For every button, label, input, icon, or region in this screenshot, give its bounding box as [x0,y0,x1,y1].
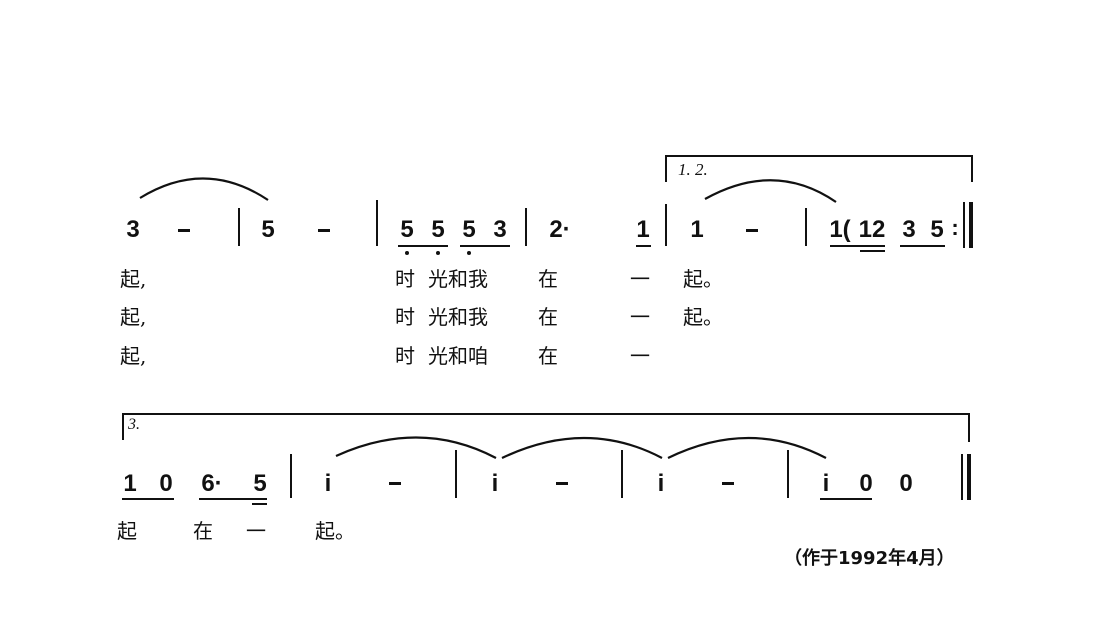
barline [455,450,457,498]
lyric: 一 [630,305,650,329]
lyric: 在 [538,344,558,368]
note: 5 [253,470,267,497]
underline [900,245,945,247]
note: 5 [930,216,944,243]
lyric: 起, [120,305,147,329]
lyric: 起, [120,344,147,368]
note: 0 [899,470,913,497]
lyric: 一 [630,344,650,368]
lower-octave-dot [467,251,471,255]
composition-date: （作于1992年4月） [784,548,955,569]
note: 3 [902,216,916,243]
note: 0 [859,470,873,497]
barline [665,204,667,246]
note: 3 [493,216,507,243]
note: i [324,470,332,497]
lyric: 起。 [683,305,723,329]
lyric: 时 [395,305,415,329]
sustain-dash [178,229,190,232]
underline [460,245,510,247]
slur-2 [704,179,837,203]
sustain-dash [318,229,330,232]
underline [830,245,885,247]
note: i [822,470,830,497]
volta-1-2-bracket [665,155,973,182]
note: 1 [636,216,650,243]
sustain-dash [556,482,568,485]
lower-octave-dot [405,251,409,255]
lyric: 光和咱 [428,344,488,368]
underline [199,498,267,500]
lyric: 起 [117,519,137,543]
repeat-dots: : [951,215,959,240]
lyric: 在 [193,519,213,543]
lyric: 一 [246,519,266,543]
underline [636,245,651,247]
lower-octave-dot [436,251,440,255]
note: 5 [261,216,275,243]
barline [621,450,623,498]
lyric: 在 [538,267,558,291]
note: 3 [126,216,140,243]
note: i [491,470,499,497]
barline [787,450,789,498]
slur-5 [667,436,827,459]
barline [290,454,292,498]
slur-4 [501,436,663,459]
double-underline [252,503,267,505]
note: 2· [549,216,571,243]
lyric: 光和我 [428,305,488,329]
lyric: 时 [395,267,415,291]
note: 12 [858,216,886,243]
sustain-dash [746,229,758,232]
note: 1 [690,216,704,243]
volta-label: 3. [128,416,140,433]
note: i [657,470,665,497]
note: 1 [123,470,137,497]
volta-3-bracket [122,413,970,442]
lyric: 起, [120,267,147,291]
lyric: 光和我 [428,267,488,291]
barline [376,200,378,246]
lyric: 起。 [683,267,723,291]
note: 1( [829,216,851,243]
lyric: 起。 [315,519,355,543]
note: 0 [159,470,173,497]
note: 5 [400,216,414,243]
lyric: 一 [630,267,650,291]
barline [805,208,807,246]
volta-label: 1. 2. [678,160,708,179]
repeat-barline-thick [969,202,973,248]
underline [820,498,872,500]
repeat-barline-thin [963,202,965,248]
underline [398,245,448,247]
lyric: 时 [395,344,415,368]
final-barline-thick [967,454,971,500]
final-barline-thin [961,454,963,500]
slur-1 [139,177,269,201]
note: 6· [201,470,223,497]
note: 5 [431,216,445,243]
barline [238,208,240,246]
double-underline [860,250,885,252]
slur-3 [335,436,497,459]
note: 5 [462,216,476,243]
sustain-dash [389,482,401,485]
underline [122,498,174,500]
sustain-dash [722,482,734,485]
lyric: 在 [538,305,558,329]
barline [525,208,527,246]
